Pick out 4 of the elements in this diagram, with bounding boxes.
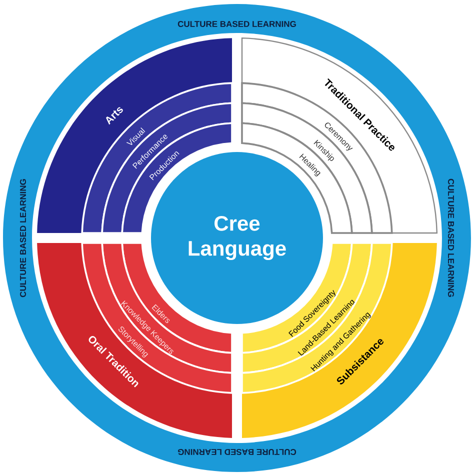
ring-label: CULTURE BASED LEARNING xyxy=(20,179,26,298)
ring-label: CULTURE BASED LEARNING xyxy=(448,178,454,297)
ring-label: CULTURE BASED LEARNING xyxy=(178,21,296,27)
ring-label: CULTURE BASED LEARNING xyxy=(178,449,296,455)
